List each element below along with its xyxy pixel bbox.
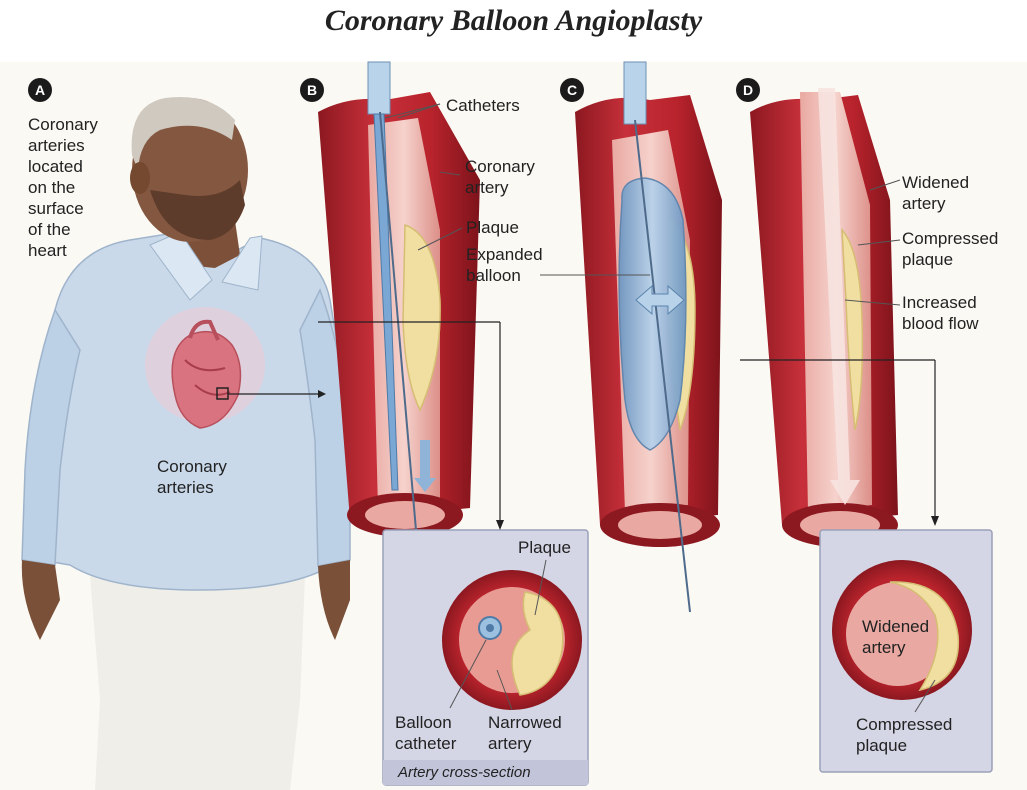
location-line: of the <box>28 219 98 240</box>
panel-c-badge: C <box>560 78 584 102</box>
label-line: artery <box>862 637 929 658</box>
coronary-location-text: Coronary arteries located on the surface… <box>28 114 98 261</box>
label-line: Balloon <box>395 712 456 733</box>
cross-section-narrowed <box>442 570 582 710</box>
label-line: Narrowed <box>488 712 562 733</box>
location-line: surface <box>28 198 98 219</box>
balloon-catheter-label: Balloon catheter <box>395 712 456 754</box>
label-line: Compressed <box>902 228 998 249</box>
label-line: Expanded <box>466 244 543 265</box>
label-line: Widened <box>862 616 929 637</box>
label-line: arteries <box>157 477 227 498</box>
compressed-plaque-label: Compressed plaque <box>902 228 998 270</box>
narrowed-artery-label: Narrowed artery <box>488 712 562 754</box>
cross-widened-artery-label: Widened artery <box>862 616 929 658</box>
label-line: artery <box>488 733 562 754</box>
location-line: arteries <box>28 135 98 156</box>
catheters-label: Catheters <box>446 95 520 116</box>
cross-plaque-label: Plaque <box>518 537 571 558</box>
label-line: Coronary <box>465 156 535 177</box>
label-line: plaque <box>856 735 952 756</box>
coronary-arteries-label: Coronary arteries <box>157 456 227 498</box>
label-line: catheter <box>395 733 456 754</box>
label-line: artery <box>902 193 969 214</box>
panel-a-badge: A <box>28 78 52 102</box>
plaque-label: Plaque <box>466 217 519 238</box>
cross-section-caption: Artery cross-section <box>398 764 531 781</box>
label-line: Increased <box>902 292 979 313</box>
panel-b-badge: B <box>300 78 324 102</box>
panel-d-badge: D <box>736 78 760 102</box>
location-line: heart <box>28 240 98 261</box>
label-line: plaque <box>902 249 998 270</box>
label-line: artery <box>465 177 535 198</box>
cross-compressed-plaque-label: Compressed plaque <box>856 714 952 756</box>
label-line: Compressed <box>856 714 952 735</box>
label-line: balloon <box>466 265 543 286</box>
location-line: on the <box>28 177 98 198</box>
location-line: located <box>28 156 98 177</box>
coronary-artery-label: Coronary artery <box>465 156 535 198</box>
label-line: Coronary <box>157 456 227 477</box>
label-line: Widened <box>902 172 969 193</box>
location-line: Coronary <box>28 114 98 135</box>
widened-artery-label: Widened artery <box>902 172 969 214</box>
expanded-balloon-label: Expanded balloon <box>466 244 543 286</box>
increased-blood-flow-label: Increased blood flow <box>902 292 979 334</box>
label-line: blood flow <box>902 313 979 334</box>
